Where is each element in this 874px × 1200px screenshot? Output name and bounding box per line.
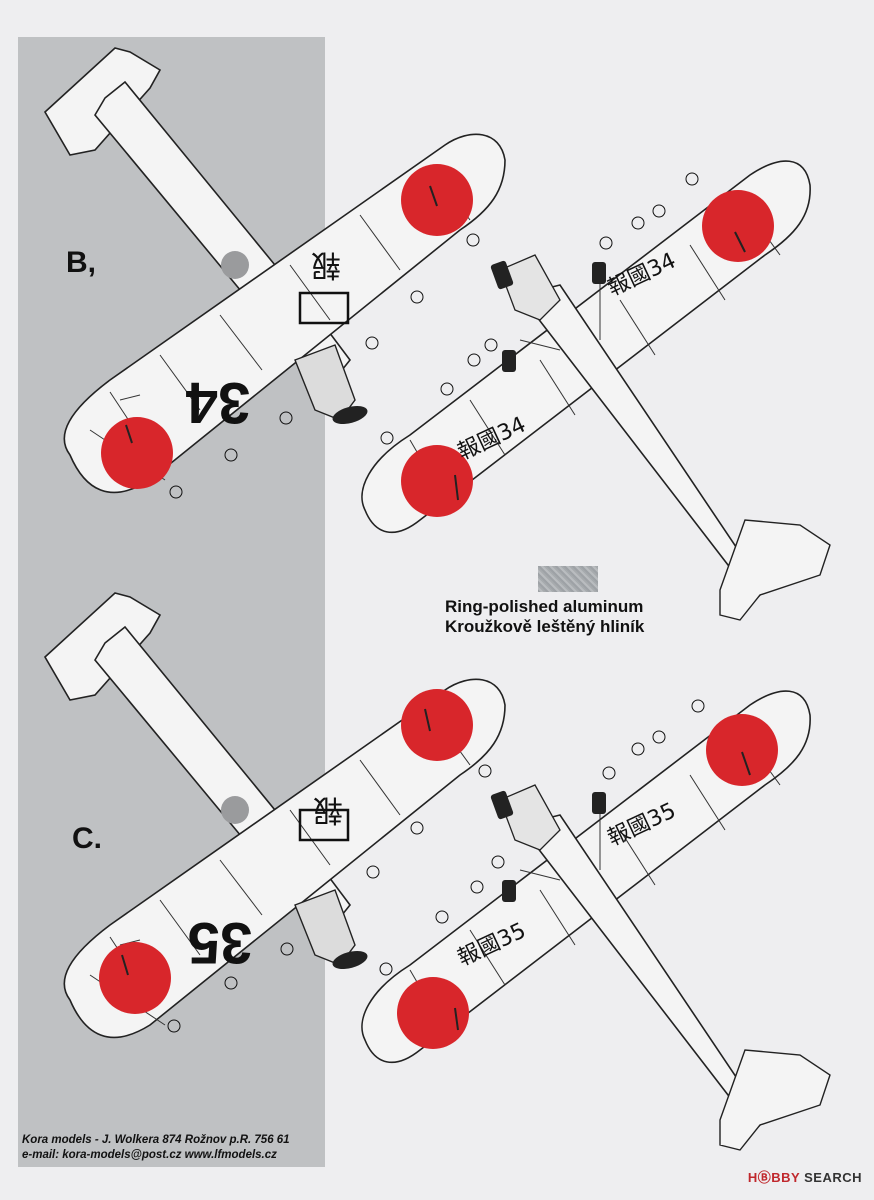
underwing-number-c: 35	[188, 910, 253, 975]
scheme-c-label: C.	[72, 822, 102, 855]
watermark-brand: HⒷBBY	[747, 1170, 800, 1185]
hinomaru	[401, 445, 473, 517]
hinomaru	[401, 164, 473, 236]
scheme-b-underside	[44, 47, 506, 494]
watermark: HⒷBBY SEARCH	[748, 1167, 862, 1186]
underwing-number-b: 34	[186, 370, 251, 435]
legend: Ring-polished aluminum Kroužkově leštěný…	[445, 597, 644, 637]
legend-line-1: Ring-polished aluminum	[445, 597, 644, 616]
scheme-b-label: B,	[66, 246, 96, 279]
hinomaru	[706, 714, 778, 786]
callout-markers	[167, 172, 705, 1033]
legend-line-2: Kroužkově leštěný hliník	[445, 617, 645, 636]
hinomaru	[702, 190, 774, 262]
footer-address: Kora models - J. Wolkera 874 Rožnov p.R.…	[22, 1134, 290, 1146]
underwing-kanji-b: 報	[311, 247, 341, 282]
scheme-c-upper	[361, 690, 831, 1151]
footer-contact: e-mail: kora-models@post.cz www.lfmodels…	[22, 1149, 277, 1161]
hinomaru	[99, 942, 171, 1014]
hinomaru	[401, 689, 473, 761]
hinomaru	[397, 977, 469, 1049]
footer: Kora models - J. Wolkera 874 Rožnov p.R.…	[22, 1133, 290, 1163]
scheme-c-underside	[44, 592, 506, 1039]
watermark-text: SEARCH	[799, 1170, 862, 1185]
aluminum-swatch	[538, 566, 598, 592]
scheme-b-upper	[361, 160, 831, 621]
underwing-kanji-c: 報	[313, 792, 343, 827]
hinomaru	[101, 417, 173, 489]
